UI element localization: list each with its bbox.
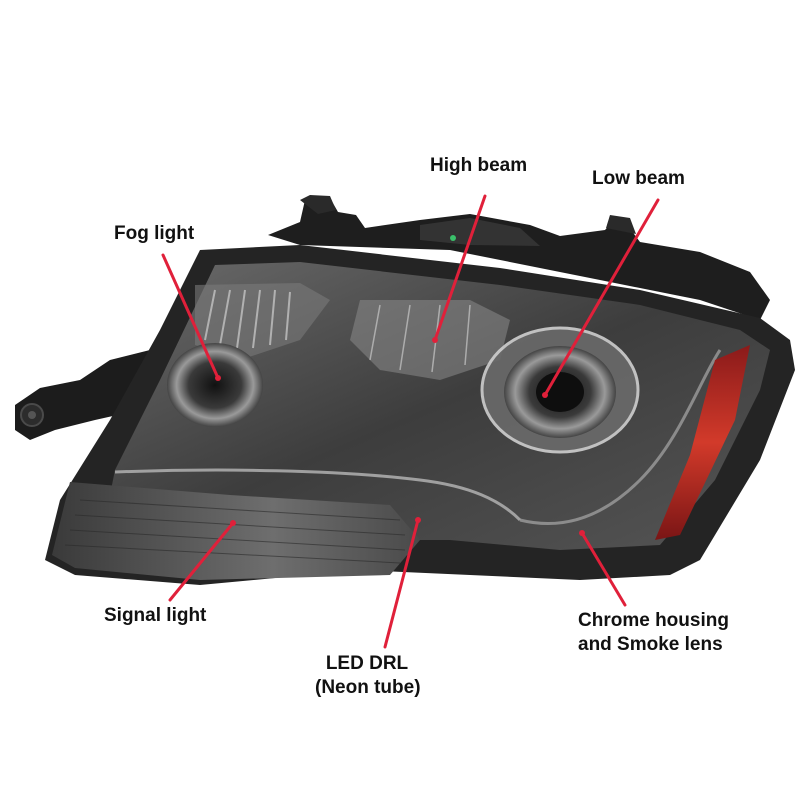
leader-dot-low-beam xyxy=(542,392,548,398)
leader-dot-signal-light xyxy=(230,520,236,526)
leader-line-led-drl xyxy=(383,518,420,649)
low-beam-unit xyxy=(480,326,640,454)
leader-line-low-beam xyxy=(543,198,660,397)
leader-dot-fog-light xyxy=(215,375,221,381)
leader-dot-led-drl xyxy=(415,517,421,523)
rear-housing xyxy=(268,195,770,320)
leader-line-high-beam xyxy=(433,194,487,342)
led-drl-tube xyxy=(114,468,522,522)
leader-line-chrome-housing xyxy=(580,531,627,607)
side-bracket xyxy=(15,350,150,440)
leader-dot-chrome-housing xyxy=(579,530,585,536)
leader-line-fog-light xyxy=(161,253,220,380)
label-led-drl-line1: LED DRL xyxy=(325,653,409,674)
label-chrome-line2: and Smoke lens xyxy=(578,634,723,655)
label-signal-light: Signal light xyxy=(104,605,207,626)
leader-line-signal-light xyxy=(168,521,235,602)
high-beam-unit xyxy=(350,300,510,380)
label-fog-light: Fog light xyxy=(114,223,195,244)
side-reflector xyxy=(655,345,750,540)
label-high-beam: High beam xyxy=(430,155,528,176)
label-chrome-housing: Chrome housing and Smoke lens xyxy=(578,609,729,657)
label-low-beam: Low beam xyxy=(592,168,685,189)
label-chrome-line1: Chrome housing xyxy=(578,610,729,631)
fog-light-unit xyxy=(167,283,330,427)
leader-lines xyxy=(161,194,660,649)
label-led-drl: LED DRL (Neon tube) xyxy=(315,652,421,700)
signal-light-unit xyxy=(52,482,420,580)
label-led-drl-line2: (Neon tube) xyxy=(315,677,421,698)
leader-dot-high-beam xyxy=(432,337,438,343)
